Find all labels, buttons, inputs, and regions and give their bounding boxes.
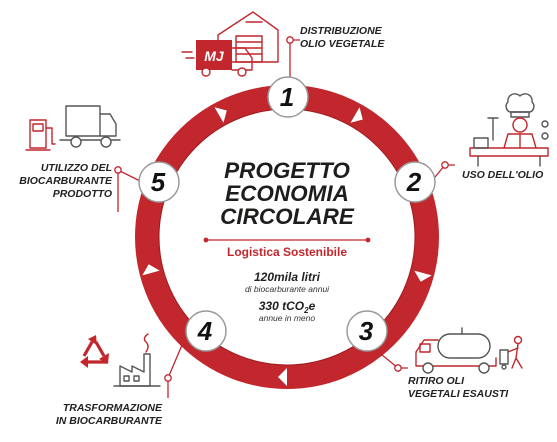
step-2-label-line-1: USO DELL'OLIO [462,169,543,181]
title-line-3: CIRCOLARE [220,204,355,229]
step-badge-2: 2 [394,161,436,203]
step-number: 4 [197,316,213,346]
connector-dots [114,36,449,382]
step-5-label-line-2: BIOCARBURANTE [19,175,113,187]
step-badge-3: 3 [346,310,388,352]
step-1-label-line-2: OLIO VEGETALE [300,38,385,50]
connector-dot [394,364,402,372]
step-number: 3 [359,316,374,346]
step-1-label-line-1: DISTRIBUZIONE [300,25,383,37]
title-line-2: ECONOMIA [225,181,349,206]
stat-1-main: 120mila litri [254,270,321,284]
stat-2-suffix: e [309,299,316,313]
flow-arrow [214,107,227,123]
flow-arrows [142,107,432,386]
step-3-label-line-2: VEGETALI ESAUSTI [408,388,509,400]
flow-arrow [278,368,287,386]
step-badge-4: 4 [185,310,227,352]
warehouse-truck-icon: MJ [181,11,279,77]
step-number: 5 [151,167,166,197]
stat-2-prefix: 330 tCO [259,299,305,313]
subtitle-rule-dot [365,237,371,243]
center-block: PROGETTO ECONOMIA CIRCOLARE Logistica So… [203,158,371,323]
stat-1-sub: di biocarburante annui [245,284,330,294]
fuel-pump-truck-icon [25,105,121,151]
step-badge-1: 1 [267,76,309,118]
title-line-1: PROGETTO [224,158,350,183]
connector-step-1 [289,39,300,78]
stat-2-main: 330 tCO2e [259,299,316,315]
step-5-label-line-3: PRODOTTO [53,188,112,200]
step-number: 1 [280,82,294,112]
tanker-truck-icon [415,327,523,374]
flow-arrow [142,264,160,276]
step-5-label-line-1: UTILIZZO DEL [41,162,112,174]
factory-icon [113,333,161,387]
subtitle-rule-dot [203,237,209,243]
stat-2-subscript: 2 [303,306,309,315]
step-number: 2 [406,167,422,197]
step-3-label-line-1: RITIRO OLI [408,375,465,387]
recycle-factory-icon [80,333,161,387]
chef-kitchen-icon [469,93,549,167]
stat-2-sub: annue in meno [259,313,316,323]
connector-dot [164,374,172,382]
step-4-label-line-2: IN BIOCARBURANTE [56,415,163,427]
step-badge-5: 5 [138,161,180,203]
subtitle: Logistica Sostenibile [227,245,347,259]
flow-arrow [414,270,432,282]
connector-dot [114,166,122,174]
flow-arrow [350,107,363,123]
step-4-label-line-1: TRASFORMAZIONE [63,402,163,414]
truck-logo-text: MJ [204,48,225,64]
connector-dot [286,36,294,44]
connector-dot [441,161,449,169]
